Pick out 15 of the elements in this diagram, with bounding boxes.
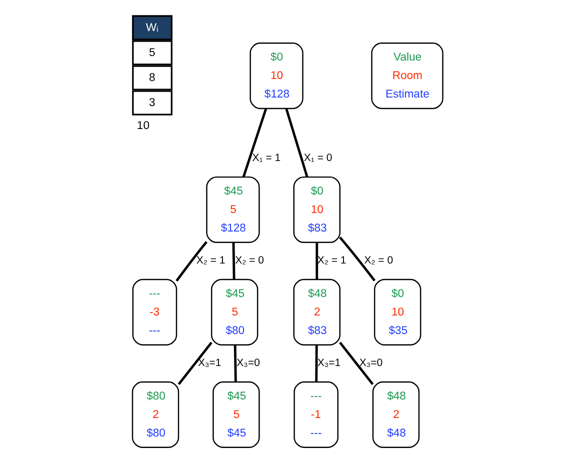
label: 10 — [136, 120, 150, 132]
edge-label: X₃=0 — [359, 358, 383, 370]
edge-label: X₃=1 — [198, 358, 222, 370]
edge-label: X₂ = 1 — [317, 256, 346, 267]
label: 8 — [149, 72, 156, 84]
label: 5 — [149, 46, 156, 59]
edge-label: X₃=1 — [317, 358, 341, 370]
edge-label: X₂ = 0 — [235, 256, 264, 267]
edge-label: X₂ = 0 — [364, 256, 394, 267]
edge-label: X₃=0 — [236, 358, 260, 370]
label: 3 — [149, 96, 156, 109]
edge-label: X₂ = 1 — [196, 256, 226, 267]
edge-label: X₁ = 1 — [252, 153, 281, 164]
edge-label: X₁ = 0 — [304, 153, 332, 164]
label: Wᵢ — [146, 22, 158, 34]
